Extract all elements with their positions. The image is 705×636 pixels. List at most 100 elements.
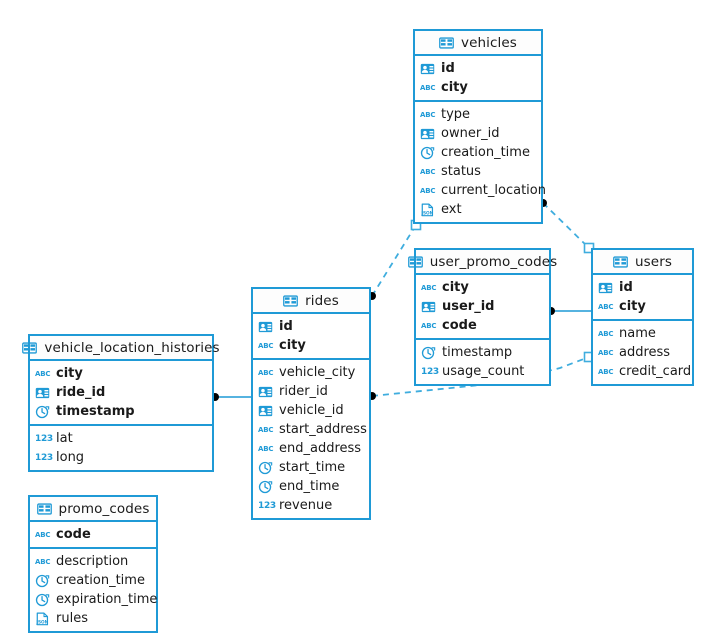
field-label: city <box>442 280 469 295</box>
abc-icon: ABC <box>598 302 614 311</box>
column-field[interactable]: expiration_time <box>30 590 157 609</box>
primary-key-field[interactable]: ride_id <box>30 383 212 402</box>
relationship-vehicles-users[interactable] <box>539 199 595 254</box>
abc-icon: ABC <box>35 557 51 566</box>
abc-icon: ABC <box>420 110 436 119</box>
field-label: id <box>279 319 293 334</box>
primary-key-field[interactable]: id <box>415 59 541 78</box>
clock-icon <box>258 461 274 475</box>
field-label: current_location <box>441 183 546 198</box>
abc-icon: ABC <box>598 348 614 357</box>
primary-key-field[interactable]: ABC code <box>416 316 549 335</box>
entity-header-vehicles[interactable]: vehicles <box>415 31 541 56</box>
field-label: creation_time <box>441 145 530 160</box>
column-field[interactable]: creation_time <box>415 143 541 162</box>
key-card-icon <box>258 385 274 399</box>
field-label: rules <box>56 611 88 626</box>
entity-header-vehicle_location_histories[interactable]: vehicle_location_histories <box>22 336 220 361</box>
field-label: city <box>441 80 468 95</box>
field-label: start_address <box>279 422 367 437</box>
abc-icon: ABC <box>258 341 274 350</box>
column-field[interactable]: ABC end_address <box>253 439 369 458</box>
svg-text:JSON: JSON <box>35 619 48 625</box>
column-field[interactable]: start_time <box>253 458 369 477</box>
relationship-users-user_promo_codes[interactable] <box>547 307 591 315</box>
field-label: rider_id <box>279 384 328 399</box>
column-field[interactable]: timestamp <box>416 343 549 362</box>
clock-icon <box>35 593 51 607</box>
column-field[interactable]: owner_id <box>415 124 541 143</box>
column-field[interactable]: vehicle_id <box>253 401 369 420</box>
abc-icon: ABC <box>420 167 436 176</box>
field-label: creation_time <box>56 573 145 588</box>
entity-header-rides[interactable]: rides <box>253 289 369 314</box>
column-field[interactable]: JSON rules <box>30 609 156 628</box>
column-field[interactable]: ABC address <box>593 343 692 362</box>
field-label: credit_card <box>619 364 692 379</box>
primary-key-field[interactable]: id <box>253 317 369 336</box>
abc-icon: ABC <box>258 368 274 377</box>
entity-header-users[interactable]: users <box>593 250 692 275</box>
primary-key-field[interactable]: id <box>593 278 692 297</box>
entity-header-user_promo_codes[interactable]: user_promo_codes <box>407 250 557 275</box>
column-field[interactable]: rider_id <box>253 382 369 401</box>
abc-icon: ABC <box>421 321 437 330</box>
number-icon: 123 <box>421 366 439 377</box>
key-card-icon <box>35 386 51 400</box>
entity-title: vehicles <box>461 34 517 51</box>
entity-title: user_promo_codes <box>429 253 558 270</box>
field-label: end_address <box>279 441 362 456</box>
number-icon: 123 <box>258 500 276 511</box>
column-field[interactable]: creation_time <box>30 571 156 590</box>
field-label: address <box>619 345 671 360</box>
field-label: usage_count <box>442 364 525 379</box>
field-label: revenue <box>279 498 333 513</box>
field-label: vehicle_id <box>279 403 344 418</box>
entity-header-promo_codes[interactable]: promo_codes <box>30 497 156 522</box>
field-label: code <box>442 318 477 333</box>
clock-icon <box>35 574 51 588</box>
key-card-icon <box>421 300 437 314</box>
key-card-icon <box>420 127 436 141</box>
relationship-rides-vehicle_location_histories[interactable] <box>211 393 251 401</box>
field-label: city <box>619 299 646 314</box>
primary-key-field[interactable]: timestamp <box>30 402 212 421</box>
abc-icon: ABC <box>258 444 274 453</box>
abc-icon: ABC <box>598 329 614 338</box>
field-label: ride_id <box>56 385 106 400</box>
column-field[interactable]: end_time <box>253 477 369 496</box>
primary-key-field[interactable]: user_id <box>416 297 549 316</box>
primary-key-field[interactable]: ABC city <box>415 78 541 97</box>
abc-icon: ABC <box>420 83 436 92</box>
primary-key-field[interactable]: ABC city <box>593 297 692 316</box>
clock-icon <box>258 480 274 494</box>
